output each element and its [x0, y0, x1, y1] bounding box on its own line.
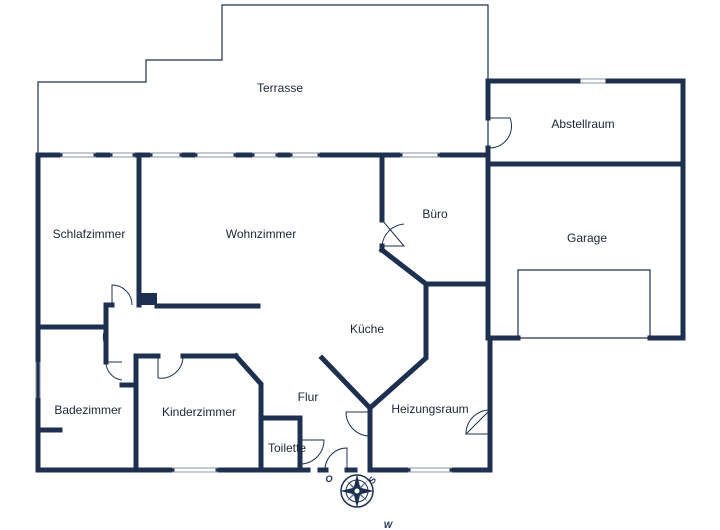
- room-label-kinderzimmer: Kinderzimmer: [162, 405, 236, 419]
- room-label-kueche: Küche: [350, 322, 384, 336]
- room-label-buero: Büro: [422, 207, 448, 221]
- interior-walls: [35, 152, 493, 473]
- room-label-abstellraum: Abstellraum: [551, 117, 614, 131]
- room-label-schlafzimmer: Schlafzimmer: [53, 227, 126, 241]
- room-label-terrasse: Terrasse: [257, 81, 303, 95]
- compass-label-south: S: [367, 475, 379, 485]
- garage-walls: [485, 78, 686, 341]
- compass-label-east: W: [384, 520, 394, 530]
- room-label-flur: Flur: [298, 390, 319, 404]
- room-label-garage: Garage: [567, 231, 607, 245]
- room-label-toilette: Toilette: [268, 441, 306, 455]
- compass-label-west: O: [325, 474, 332, 484]
- room-label-heizungsraum: Heizungsraum: [391, 402, 468, 416]
- room-label-badezimmer: Badezimmer: [54, 403, 121, 417]
- room-labels: Terrasse Abstellraum Schlafzimmer Wohnzi…: [53, 81, 615, 455]
- room-label-wohnzimmer: Wohnzimmer: [226, 227, 296, 241]
- windows: [35, 78, 608, 473]
- doors: [102, 117, 513, 471]
- terrace-outline: [37, 4, 489, 156]
- compass-icon: S O W: [325, 474, 394, 530]
- garage-door: [517, 269, 651, 339]
